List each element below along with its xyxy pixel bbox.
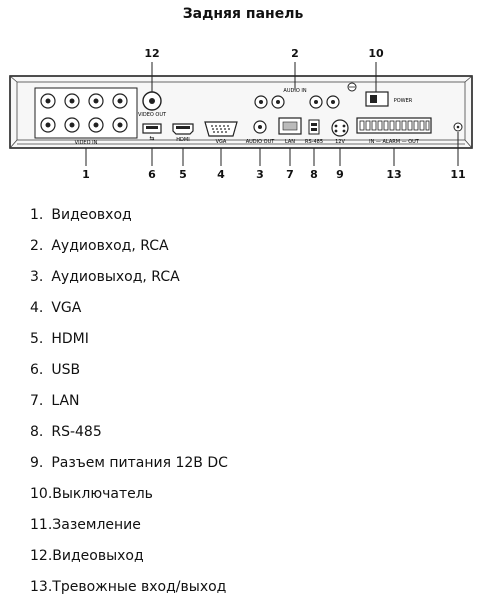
legend-item: 3.Аудиовыход, RCA <box>30 269 180 285</box>
hdmi-label: HDMI <box>176 137 189 143</box>
screw-icon <box>347 82 357 92</box>
legend-item: 9.Разъем питания 12В DC <box>30 455 228 471</box>
callout-3: 3 <box>256 168 264 181</box>
callout-lines <box>85 62 459 166</box>
callout-11: 11 <box>450 168 465 181</box>
usb-port: ⇆ <box>142 123 162 142</box>
legend-item: 10.Выключатель <box>30 486 153 502</box>
alarm-terminal-block: IN — ALARM — OUT <box>356 117 432 145</box>
callout-2: 2 <box>291 47 299 60</box>
legend-item: 12.Видеовыход <box>30 548 144 564</box>
callout-12: 12 <box>144 47 159 60</box>
vga-label: VGA <box>216 139 227 145</box>
video-in-label: VIDEO IN <box>75 140 98 146</box>
legend-item: 1.Видеовход <box>30 207 132 223</box>
rs485-port: RS-485 <box>305 119 323 145</box>
vga-port: VGA <box>204 121 238 145</box>
video-in-connectors: VIDEO IN <box>34 87 138 146</box>
alarm-label: IN — ALARM — OUT <box>369 139 420 145</box>
callout-4: 4 <box>217 168 225 181</box>
hdmi-port: HDMI <box>172 123 194 143</box>
power-label: POWER <box>394 98 413 104</box>
legend-item: 8.RS-485 <box>30 424 102 440</box>
callout-1: 1 <box>82 168 90 181</box>
callout-5: 5 <box>179 168 187 181</box>
audio-out-connector: AUDIO OUT <box>246 120 276 145</box>
legend-item: 5.HDMI <box>30 331 89 347</box>
rs485-label: RS-485 <box>305 139 323 145</box>
callout-8: 8 <box>310 168 318 181</box>
legend-item: 7.LAN <box>30 393 80 409</box>
power-dc-connector: 12V <box>331 119 349 145</box>
legend-item: 6.USB <box>30 362 81 378</box>
legend-item: 4.VGA <box>30 300 82 316</box>
legend-item: 11.Заземление <box>30 517 141 533</box>
video-out-label: VIDEO OUT <box>138 112 167 118</box>
audio-in-label: AUDIO IN <box>283 88 306 94</box>
page-title: Задняя панель <box>182 6 304 22</box>
callout-6: 6 <box>148 168 156 181</box>
power-dc-label: 12V <box>335 139 345 145</box>
legend-item: 2.Аудиовход, RCA <box>30 238 169 254</box>
lan-label: LAN <box>285 139 295 145</box>
video-out-connector: VIDEO OUT <box>138 91 167 118</box>
callout-7: 7 <box>286 168 294 181</box>
ground-screw-icon <box>453 122 463 132</box>
audio-in-connectors: AUDIO IN <box>254 88 340 109</box>
callout-9: 9 <box>336 168 344 181</box>
usb-icon: ⇆ <box>149 135 154 142</box>
rear-panel-diagram: VIDEO IN VIDEO OUT ⇆ HDMI VGA AUDIO IN <box>9 47 473 181</box>
power-switch: POWER <box>365 91 413 107</box>
lan-port: LAN <box>278 117 302 145</box>
legend-item: 13.Тревожные вход/выход <box>30 579 227 595</box>
callout-10: 10 <box>368 47 384 60</box>
audio-out-label: AUDIO OUT <box>246 139 276 145</box>
callout-13: 13 <box>386 168 401 181</box>
